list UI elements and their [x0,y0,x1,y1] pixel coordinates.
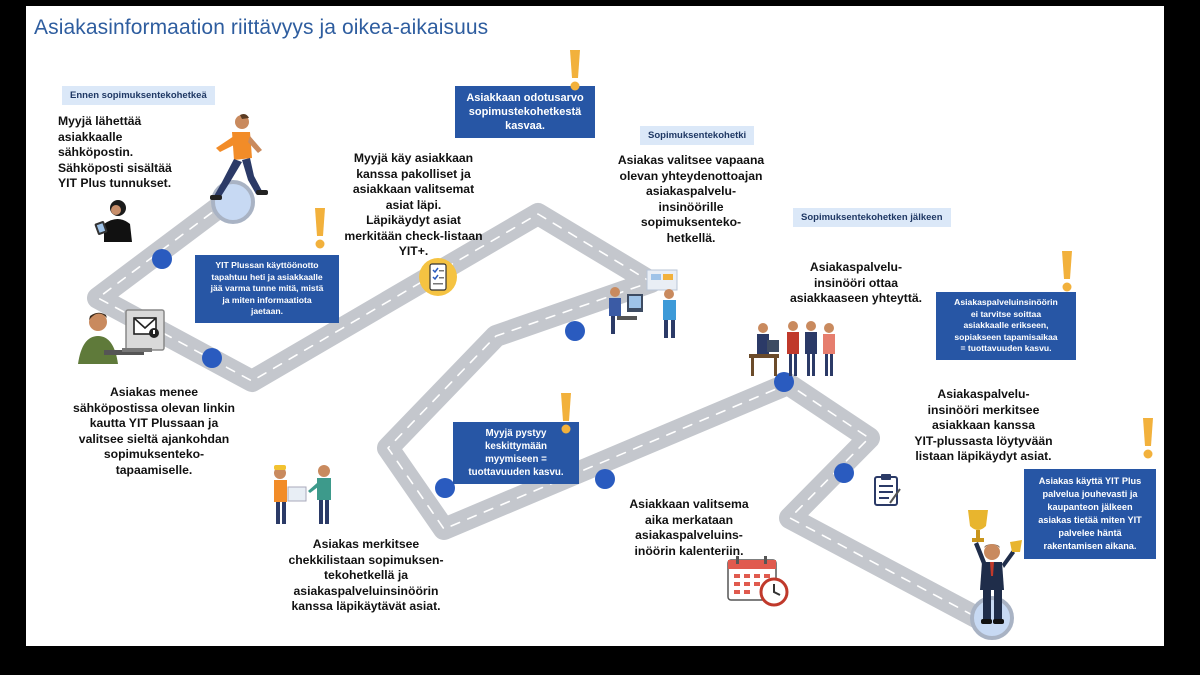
step-customer-checklist: Asiakas merkitsee chekkilistaan sopimuks… [288,537,444,613]
clipboard-icon [874,474,901,506]
step-customer-selects: Asiakas valitsee vapaana olevan yhteyden… [617,153,765,245]
phone-user-icon [94,200,132,242]
milestone-dot [834,463,854,483]
workers-icon [274,465,331,524]
step-seller-sends: Myyjä lähettää asiakkaalle sähköpostin. … [58,114,172,190]
step-seller-reviews: Myyjä käy asiakkaan kanssa pakolliset ja… [344,151,483,258]
note-focus: Myyjä pystyy keskittymään myymiseen = tu… [453,422,579,484]
milestone-dot [435,478,455,498]
phase-before-label: Ennen sopimuksentekohetkeä [62,86,215,105]
meeting-team-icon [749,321,835,376]
computer-user-icon [78,309,165,364]
exclamation-icon [1143,418,1153,459]
slide: Asiakasinformaation riittävyys ja oikea-… [26,6,1164,646]
milestone-dot [565,321,585,341]
phase-after-label: Sopimuksentekohetken jälkeen [793,208,951,227]
trophy-winner-icon [968,510,1022,624]
milestone-dot [595,469,615,489]
note-expectation: Asiakkaan odotusarvo sopimustekohetkestä… [455,86,595,138]
checklist-phone-icon [419,258,457,296]
milestone-dot [202,348,222,368]
exclamation-icon [1062,251,1072,292]
step-customer-link: Asiakas menee sähköpostissa olevan linki… [73,385,235,477]
office-team-icon [609,269,678,338]
exclamation-icon [561,393,571,434]
step-time-recorded: Asiakkaan valitsema aika merkataan asiak… [629,497,749,558]
person-walking-icon [210,114,268,200]
note-no-call: Asiakaspalveluinsinöörin ei tarvitse soi… [936,292,1076,360]
milestone-dot [774,372,794,392]
step-engineer-marks: Asiakaspalvelu- insinööri merkitsee asia… [914,387,1053,463]
exclamation-icon [315,208,325,249]
step-engineer-contacts: Asiakaspalvelu- insinööri ottaa asiakkaa… [789,260,923,305]
exclamation-icon [570,50,580,91]
page-title: Asiakasinformaation riittävyys ja oikea-… [34,16,489,39]
note-smooth: Asiakas käyttä YIT Plus palvelua jouheva… [1024,469,1156,559]
milestone-dot [152,249,172,269]
phase-moment-label: Sopimuksentekohetki [640,126,755,145]
calendar-clock-icon [727,556,789,607]
note-adoption: YIT Plussan käyttöönotto tapahtuu heti j… [195,255,339,323]
